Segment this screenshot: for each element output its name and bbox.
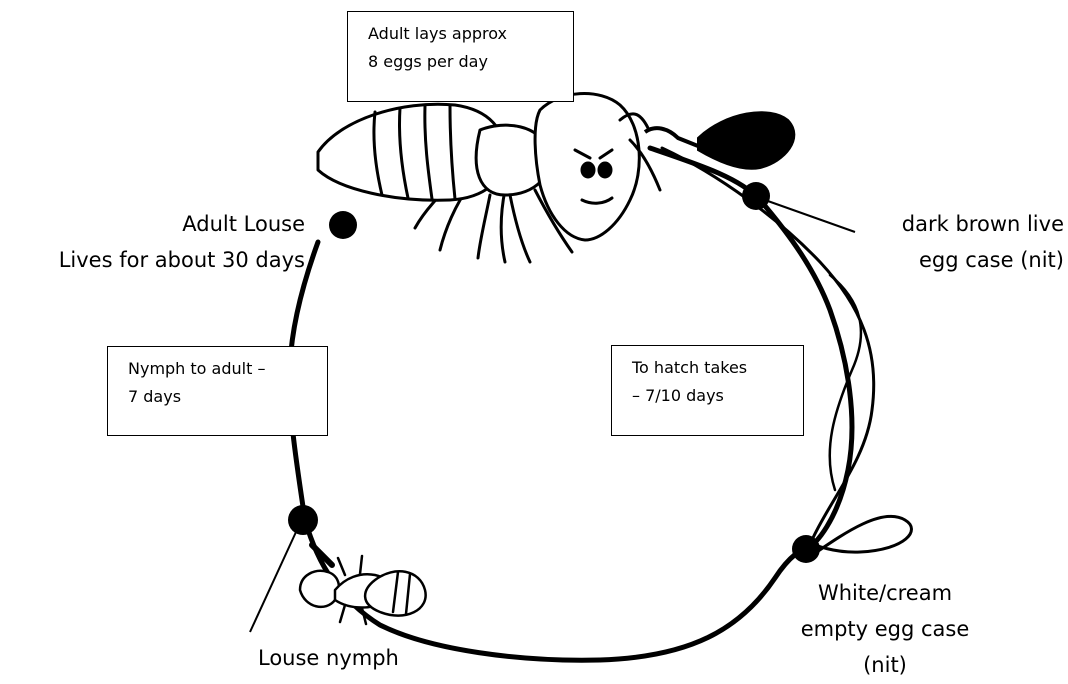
adult-dot (329, 211, 357, 239)
adult-louse-label: Adult Louse Lives for about 30 days (59, 206, 305, 278)
hatch-box: To hatch takes – 7/10 days (611, 345, 804, 436)
live-nit-icon (698, 112, 794, 169)
nymph-to-adult-line-2: 7 days (128, 383, 307, 411)
live-egg-line-1: dark brown live (902, 206, 1064, 242)
live-egg-label: dark brown live egg case (nit) (902, 206, 1064, 278)
live-egg-line-2: egg case (nit) (902, 242, 1064, 278)
live-egg-dot (742, 182, 770, 210)
empty-egg-label: White/cream empty egg case (nit) (790, 575, 980, 683)
nymph-dot (288, 505, 318, 535)
nymph-label: Louse nymph (258, 640, 399, 676)
empty-egg-dot (792, 535, 820, 563)
nymph-to-adult-box: Nymph to adult – 7 days (107, 346, 328, 436)
hatch-line-1: To hatch takes (632, 354, 783, 382)
empty-egg-line-1: White/cream (790, 575, 980, 611)
laying-box: Adult lays approx 8 eggs per day (347, 11, 574, 102)
live-egg-pointer (765, 200, 855, 232)
laying-line-1: Adult lays approx (368, 20, 553, 48)
nymph-pointer (250, 532, 296, 632)
nymph-to-adult-line-1: Nymph to adult – (128, 355, 307, 383)
hatch-line-2: – 7/10 days (632, 382, 783, 410)
empty-egg-line-2: empty egg case (790, 611, 980, 647)
adult-louse-icon (318, 94, 660, 262)
adult-label-line-2: Lives for about 30 days (59, 242, 305, 278)
laying-line-2: 8 eggs per day (368, 48, 553, 76)
empty-egg-line-3: (nit) (790, 647, 980, 683)
adult-label-line-1: Adult Louse (59, 206, 305, 242)
nymph-label-line-1: Louse nymph (258, 640, 399, 676)
